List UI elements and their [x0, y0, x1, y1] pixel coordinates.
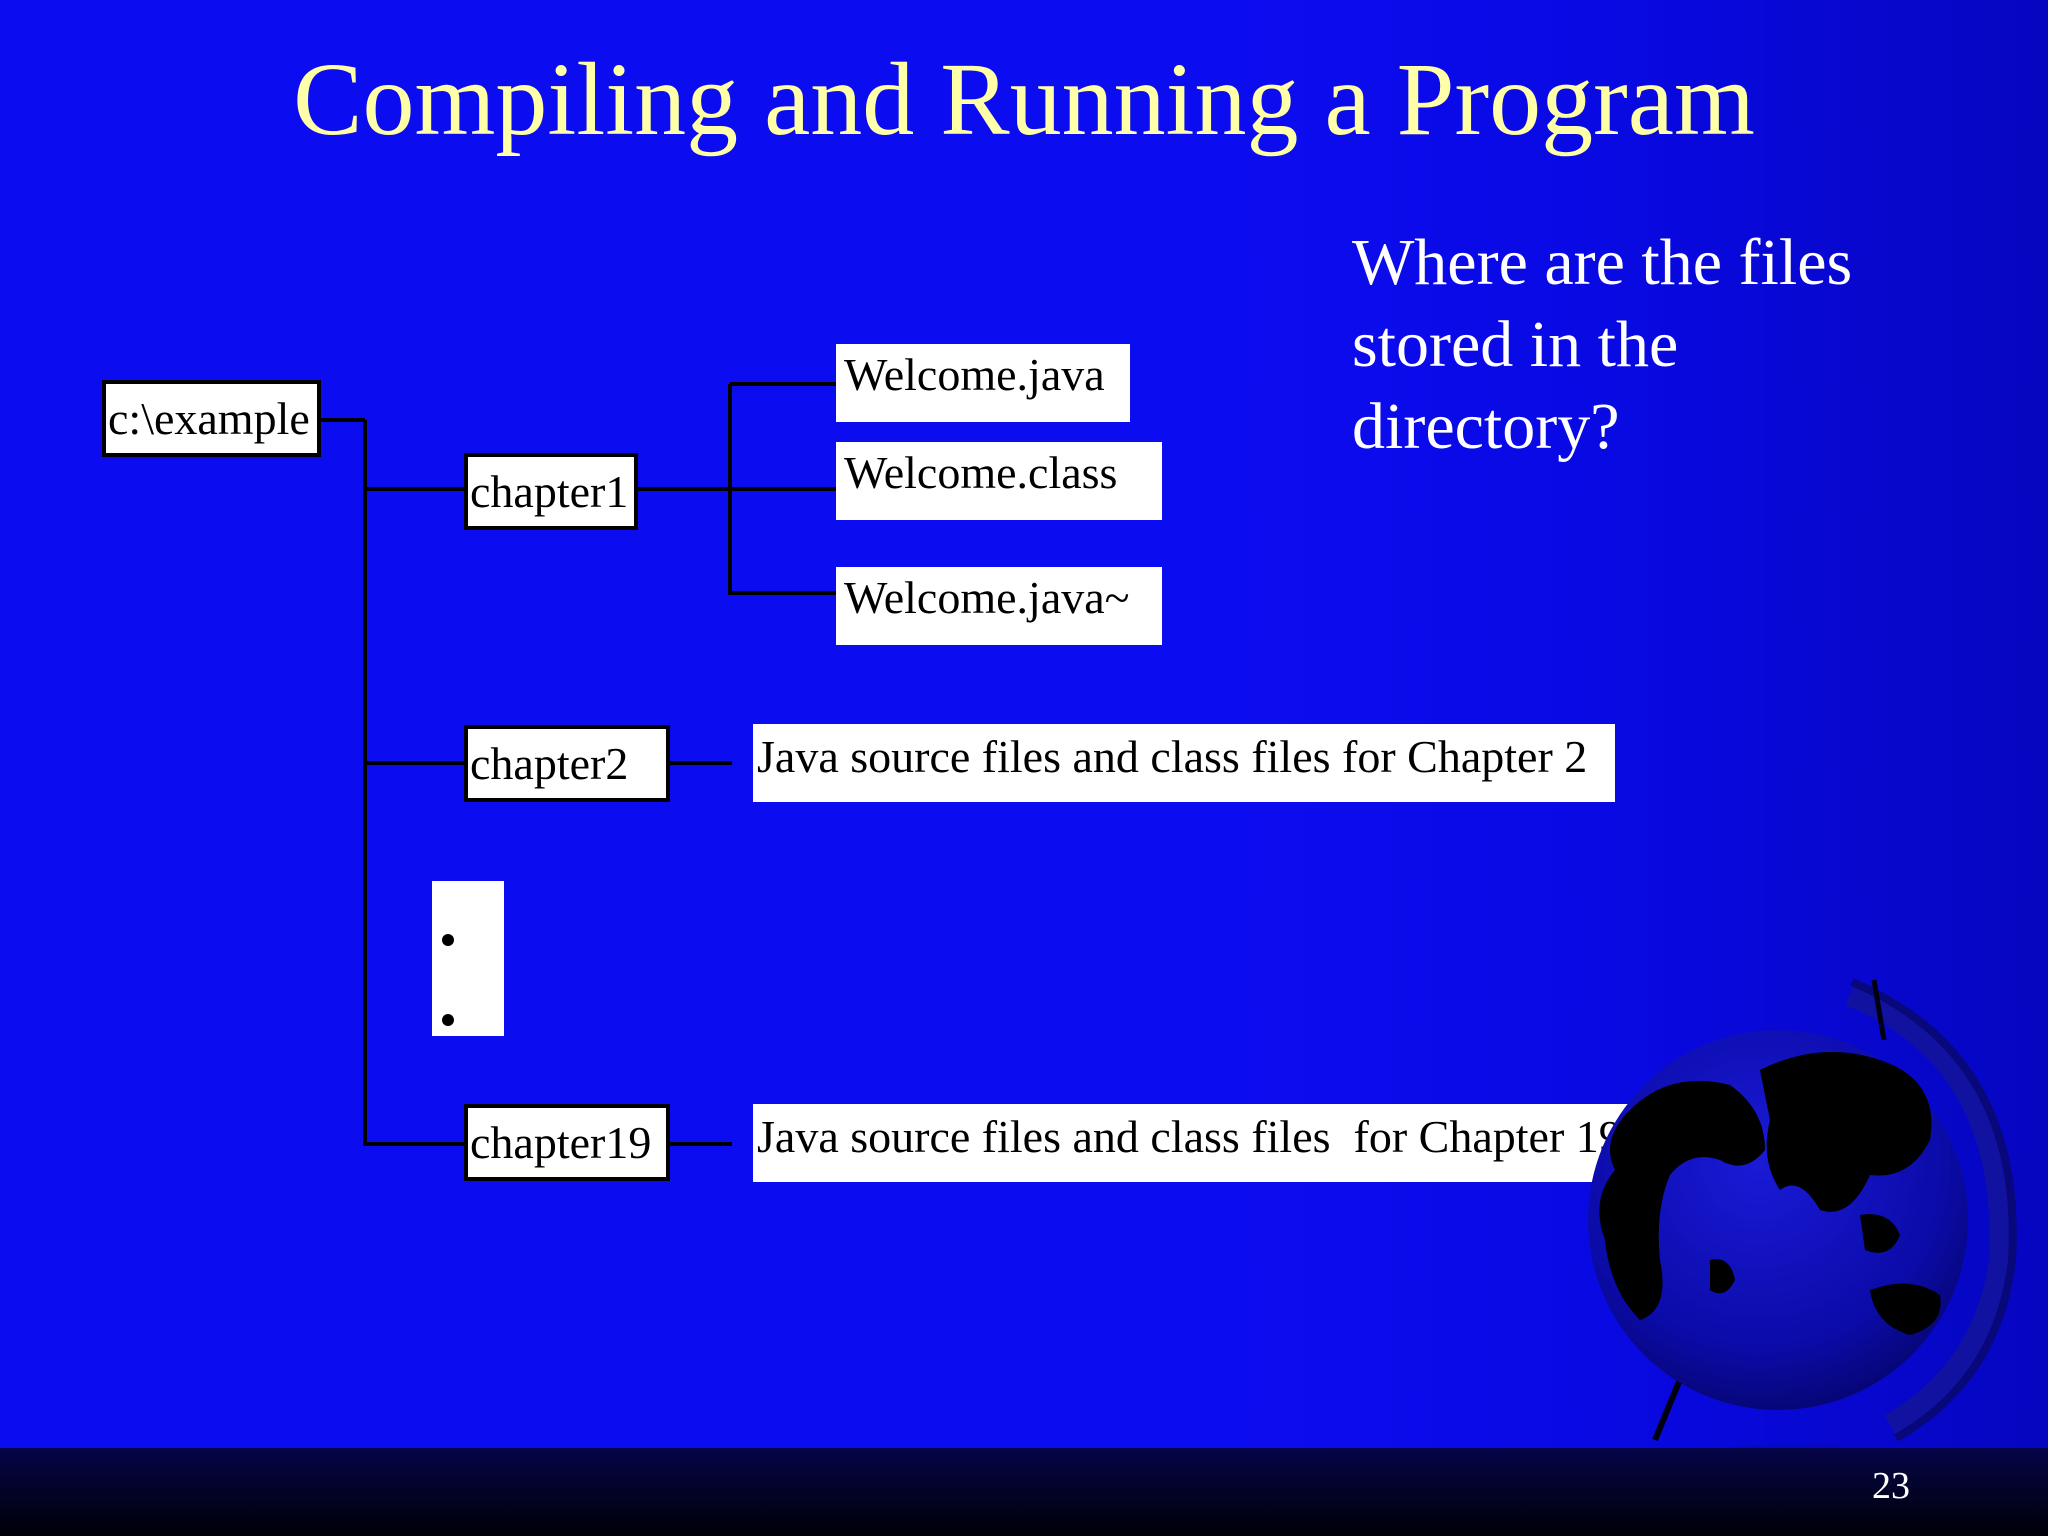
ellipsis-box [432, 881, 504, 1036]
ellipsis-dot-2 [442, 1014, 454, 1026]
globe-icon [1588, 978, 2017, 1450]
question-line-1: Where are the files [1352, 226, 1853, 299]
footer-bar [0, 1448, 2048, 1536]
file-box-welcome-class: Welcome.class [836, 442, 1162, 520]
chapter19-description-box: Java source files and class files for Ch… [753, 1104, 1646, 1182]
chapter2-box: chapter2 [464, 725, 670, 802]
root-directory-label: c:\example [108, 393, 310, 444]
chapter19-box: chapter19 [464, 1104, 670, 1181]
chapter2-label: chapter2 [470, 738, 629, 789]
ellipsis-dot-1 [442, 934, 454, 946]
chapter2-description-box: Java source files and class files for Ch… [753, 724, 1615, 802]
page-number: 23 [1872, 1465, 1910, 1507]
chapter2-description: Java source files and class files for Ch… [757, 731, 1588, 782]
file-label-welcome-java: Welcome.java [844, 349, 1105, 400]
file-box-welcome-backup: Welcome.java~ [836, 567, 1162, 645]
chapter19-label: chapter19 [470, 1117, 652, 1168]
root-directory-box: c:\example [102, 380, 321, 457]
chapter19-description: Java source files and class files for Ch… [757, 1111, 1622, 1162]
chapter1-label: chapter1 [470, 466, 629, 517]
question-line-2: stored in the [1352, 308, 1679, 381]
slide-title: Compiling and Running a Program [293, 42, 1755, 157]
question-line-3: directory? [1352, 390, 1620, 463]
file-label-welcome-class: Welcome.class [844, 447, 1118, 498]
chapter1-box: chapter1 [464, 453, 638, 530]
file-box-welcome-java: Welcome.java [836, 344, 1130, 422]
question-text: Where are the files stored in the direct… [1352, 222, 1992, 468]
file-label-welcome-backup: Welcome.java~ [844, 572, 1130, 623]
